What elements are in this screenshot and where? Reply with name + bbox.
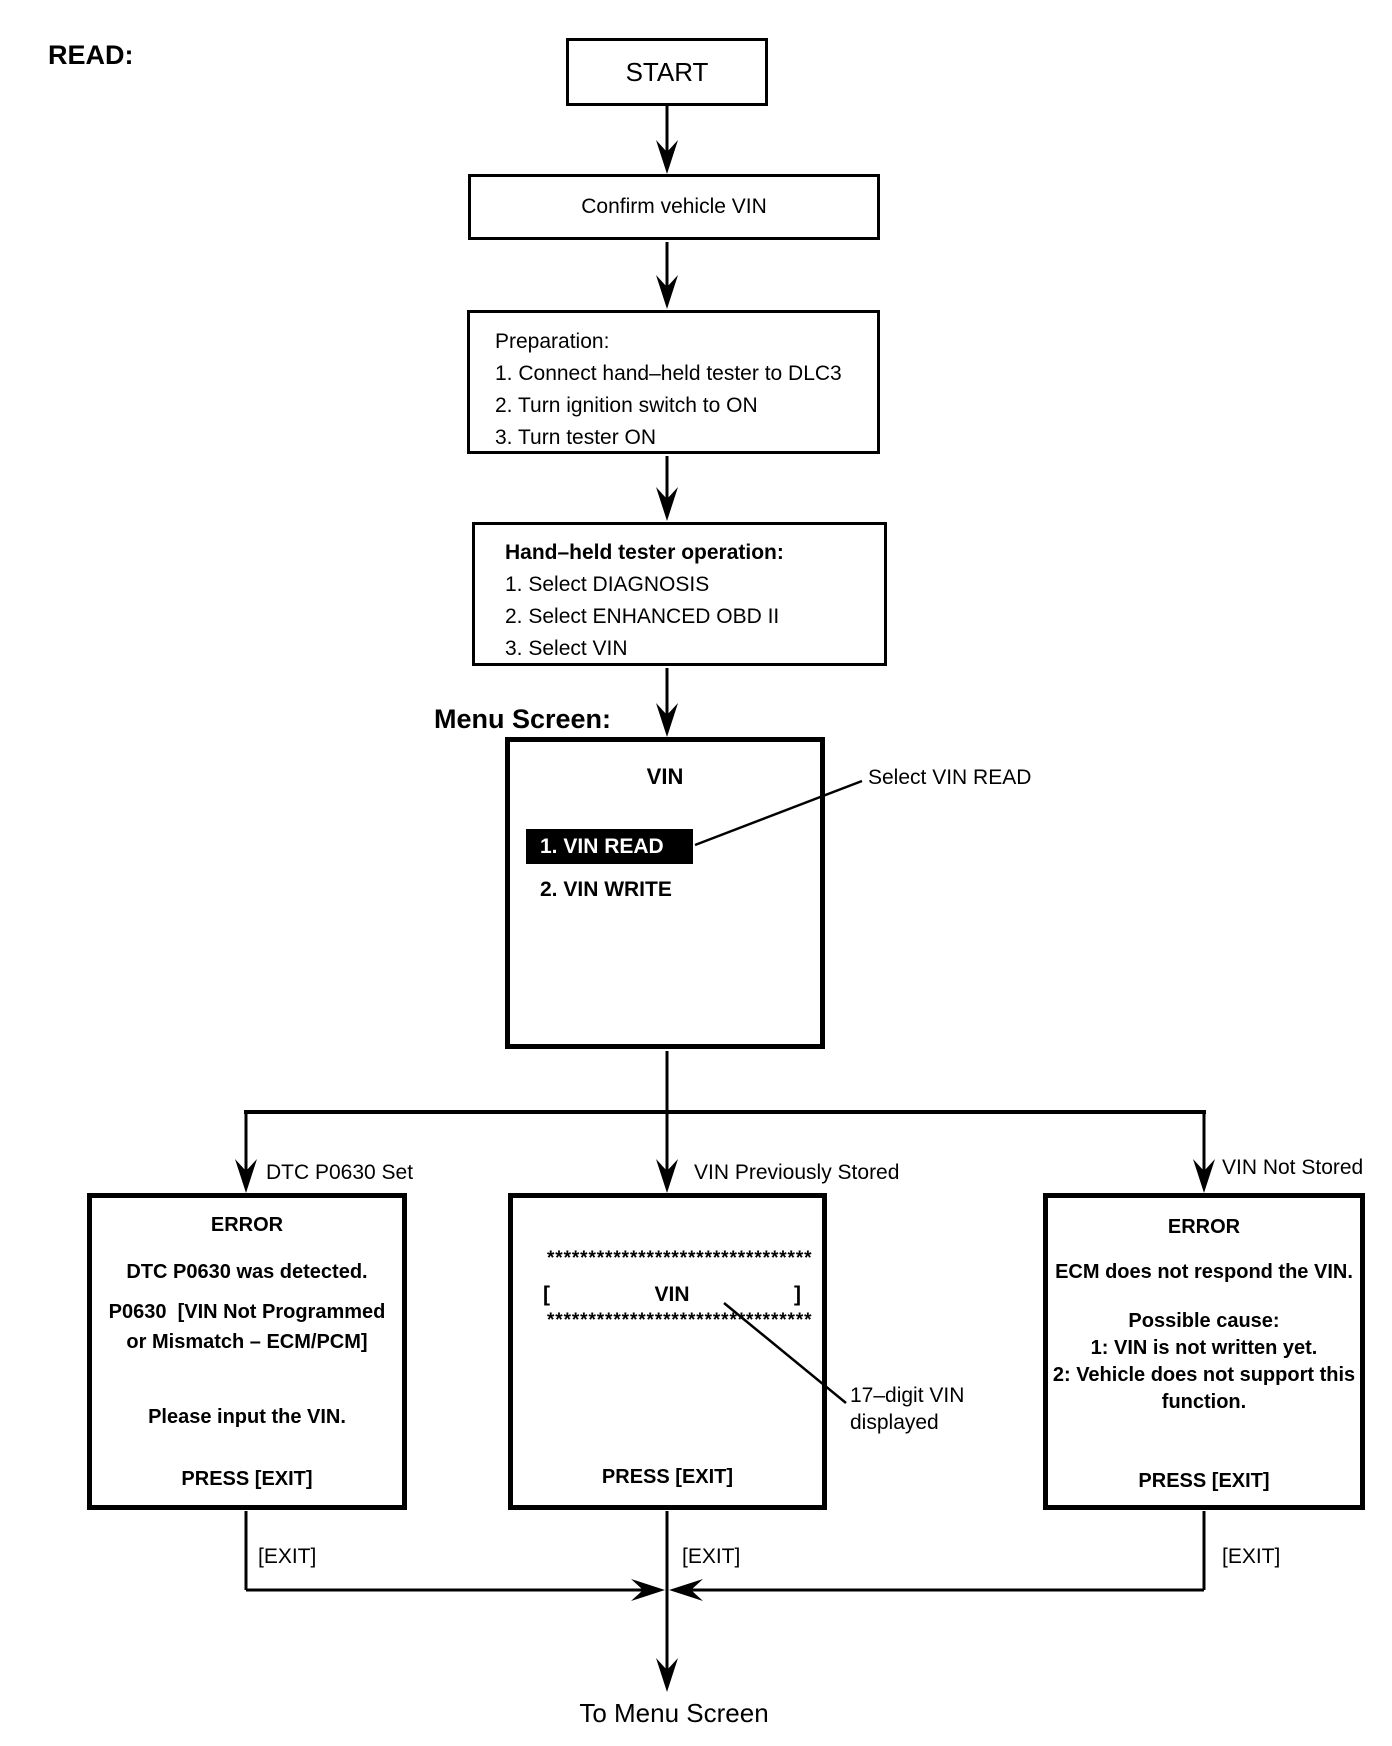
vin-display-bracket-row: [ VIN ] bbox=[543, 1283, 801, 1307]
vin-digit-note: 17–digit VIN displayed bbox=[850, 1382, 964, 1436]
dtc-error-screen: ERROR DTC P0630 was detected. P0630 [VIN… bbox=[87, 1193, 407, 1510]
arrowhead-branch-middle bbox=[656, 1159, 678, 1193]
preparation-content: Preparation: 1. Connect hand–held tester… bbox=[470, 313, 877, 454]
tester-operation-step-3: 3. Select VIN bbox=[505, 637, 628, 660]
read-heading: READ: bbox=[48, 40, 134, 70]
arrowhead-preparation bbox=[656, 275, 678, 309]
arrowhead-confirm bbox=[656, 140, 678, 174]
menu-screen-heading: Menu Screen: bbox=[434, 704, 612, 734]
arrowhead-branch-right bbox=[1193, 1159, 1215, 1193]
start-node: START bbox=[566, 38, 768, 106]
branch-label-dtc-set: DTC P0630 Set bbox=[266, 1161, 414, 1184]
tester-operation-node: Hand–held tester operation: 1. Select DI… bbox=[472, 522, 887, 666]
preparation-node: Preparation: 1. Connect hand–held tester… bbox=[467, 310, 880, 454]
ecm-error-screen: ERROR ECM does not respond the VIN. Poss… bbox=[1043, 1193, 1365, 1510]
confirm-vin-node: Confirm vehicle VIN bbox=[468, 174, 880, 240]
exit-label-left: [EXIT] bbox=[258, 1545, 317, 1568]
preparation-title: Preparation: bbox=[495, 330, 610, 353]
ecm-error-line-5: 2: Vehicle does not support this bbox=[1052, 1364, 1356, 1386]
preparation-step-3: 3. Turn tester ON bbox=[495, 426, 657, 449]
ecm-error-line-1: ERROR bbox=[1167, 1216, 1241, 1238]
vin-display-title: VIN bbox=[654, 1283, 690, 1306]
branch-label-vin-not-stored: VIN Not Stored bbox=[1222, 1156, 1364, 1179]
arrowhead-menu bbox=[656, 703, 678, 737]
tester-operation-title: Hand–held tester operation: bbox=[505, 541, 784, 564]
ecm-error-line-6: function. bbox=[1161, 1391, 1247, 1413]
dtc-error-line-4: or Mismatch – ECM/PCM] bbox=[126, 1331, 368, 1353]
select-vin-read-note: Select VIN READ bbox=[868, 766, 1032, 789]
preparation-step-2: 2. Turn ignition switch to ON bbox=[495, 394, 758, 417]
ecm-error-line-4: 1: VIN is not written yet. bbox=[1090, 1337, 1318, 1359]
ecm-error-line-7: PRESS [EXIT] bbox=[1138, 1470, 1270, 1492]
arrowhead-converge-right bbox=[669, 1579, 703, 1601]
vin-display-stars-bottom: ******************************** bbox=[547, 1310, 813, 1331]
arrowhead-tester bbox=[656, 487, 678, 521]
exit-label-right: [EXIT] bbox=[1222, 1545, 1281, 1568]
vin-digit-note-line-1: 17–digit VIN bbox=[850, 1384, 965, 1407]
preparation-step-1: 1. Connect hand–held tester to DLC3 bbox=[495, 362, 842, 385]
arrowhead-converge-left bbox=[631, 1579, 665, 1601]
exit-label-middle: [EXIT] bbox=[682, 1545, 741, 1568]
dtc-error-line-6: PRESS [EXIT] bbox=[181, 1468, 313, 1490]
vin-display-press-exit: PRESS [EXIT] bbox=[601, 1466, 734, 1488]
vin-display-bracket-open: [ bbox=[543, 1283, 550, 1306]
vin-menu-screen: VIN 1. VIN READ 2. VIN WRITE bbox=[505, 737, 825, 1049]
tester-operation-step-1: 1. Select DIAGNOSIS bbox=[505, 573, 710, 596]
tester-operation-step-2: 2. Select ENHANCED OBD II bbox=[505, 605, 780, 628]
tester-operation-content: Hand–held tester operation: 1. Select DI… bbox=[475, 525, 884, 665]
start-node-label: START bbox=[625, 57, 709, 87]
vin-menu-item-read: 1. VIN READ bbox=[526, 829, 693, 864]
confirm-vin-label: Confirm vehicle VIN bbox=[581, 195, 767, 218]
vin-display-stars-top: ******************************** bbox=[547, 1248, 813, 1269]
vin-menu-item-read-label: 1. VIN READ bbox=[540, 834, 664, 858]
to-menu-screen-label: To Menu Screen bbox=[579, 1698, 769, 1728]
vin-display-screen: ******************************** [ VIN ]… bbox=[508, 1193, 827, 1510]
ecm-error-line-3: Possible cause: bbox=[1128, 1310, 1280, 1332]
ecm-error-line-2: ECM does not respond the VIN. bbox=[1055, 1261, 1353, 1283]
dtc-error-line-1: ERROR bbox=[210, 1214, 284, 1236]
arrowhead-to-menu-screen bbox=[656, 1658, 678, 1692]
branch-label-vin-stored: VIN Previously Stored bbox=[694, 1161, 900, 1184]
vin-digit-note-line-2: displayed bbox=[850, 1411, 939, 1434]
vin-menu-item-write-label: 2. VIN WRITE bbox=[540, 878, 672, 901]
vin-menu-title: VIN bbox=[646, 764, 684, 789]
arrowhead-branch-left bbox=[235, 1159, 257, 1193]
vin-menu-item-write: 2. VIN WRITE bbox=[540, 878, 672, 902]
dtc-error-line-5: Please input the VIN. bbox=[148, 1406, 346, 1428]
vin-display-bracket-close: ] bbox=[793, 1283, 801, 1306]
dtc-error-line-3: P0630 [VIN Not Programmed bbox=[108, 1301, 386, 1323]
dtc-error-line-2: DTC P0630 was detected. bbox=[126, 1261, 368, 1283]
